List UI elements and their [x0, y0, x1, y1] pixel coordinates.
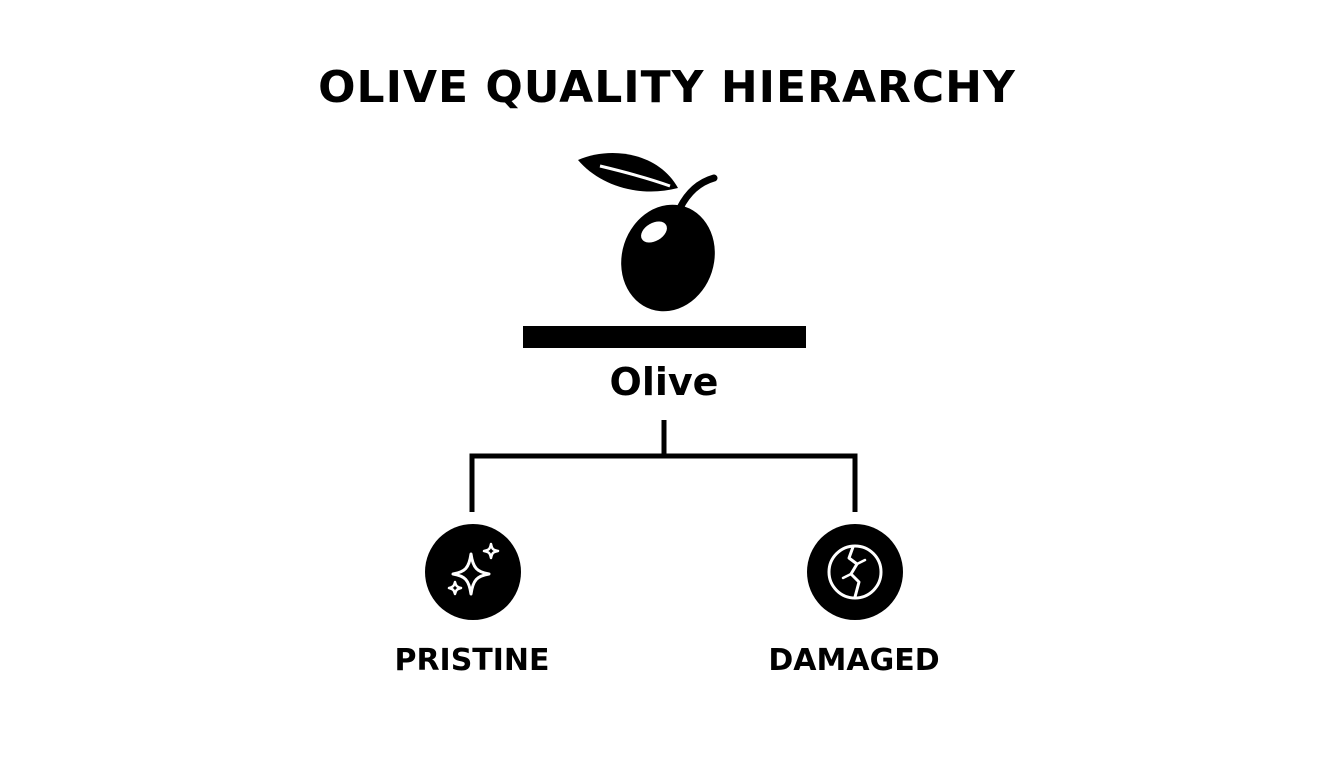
root-divider-bar [523, 326, 806, 348]
sparkle-icon [447, 542, 500, 596]
diagram-title: OLIVE QUALITY HIERARCHY [318, 62, 1016, 113]
olive-with-leaf-icon [578, 153, 718, 312]
pristine-node-circle [425, 524, 521, 620]
pristine-node-label: PRISTINE [394, 643, 550, 678]
root-node-label: Olive [609, 360, 719, 404]
damaged-node-circle [807, 524, 903, 620]
damaged-node-label: DAMAGED [768, 643, 940, 678]
cracked-olive-icon [827, 544, 883, 600]
